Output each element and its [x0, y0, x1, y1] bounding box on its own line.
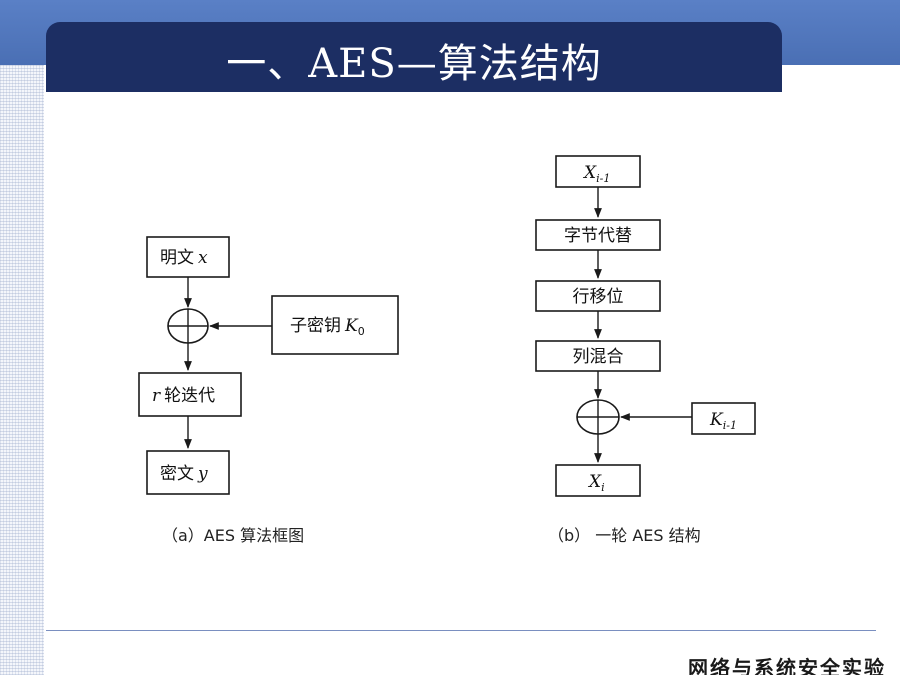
shiftrows-box: [535, 280, 661, 312]
ciphertext-var: y: [197, 464, 208, 484]
output-text: Xi: [587, 472, 605, 494]
diagram-b: Xi-1 字节代替 行移位 列混合 K: [535, 155, 756, 545]
subkey-var: K: [344, 316, 359, 336]
subkey-sub: 0: [358, 325, 365, 338]
bottom-rule: [46, 630, 876, 631]
plaintext-box: [146, 236, 230, 278]
subbytes-box: [535, 219, 661, 251]
title-bar: 一、AES—算法结构: [46, 22, 782, 92]
plaintext-var: x: [198, 248, 208, 268]
roundkey-sub: i-1: [723, 419, 737, 432]
input-var: X: [582, 163, 597, 183]
input-text: Xi-1: [582, 163, 610, 185]
roundkey-box: [691, 402, 756, 435]
caption-a: （a）AES 算法框图: [162, 526, 304, 545]
plaintext-label: 明文: [160, 248, 194, 268]
slide-title: 一、AES—算法结构: [226, 41, 602, 87]
subkey-box: [271, 295, 399, 355]
xor-icon: [167, 308, 209, 344]
left-decorative-strip: [0, 65, 44, 675]
round-iteration-box: [138, 372, 242, 417]
mixcolumns-box: [535, 340, 661, 372]
round-label: 轮迭代: [164, 386, 215, 406]
round-var: r: [152, 386, 161, 406]
shiftrows-label: 行移位: [573, 287, 624, 307]
footer-text: 网络与系统安全实验: [688, 656, 886, 675]
output-var: X: [587, 472, 602, 492]
input-sub: i-1: [596, 172, 610, 185]
roundkey-text: Ki-1: [709, 410, 737, 432]
subkey-label: 子密钥: [290, 316, 341, 336]
caption-b: （b） 一轮 AES 结构: [548, 526, 701, 545]
xor-b-icon: [576, 399, 620, 435]
ciphertext-label: 密文: [160, 464, 194, 484]
output-sub: i: [601, 481, 605, 494]
subbytes-label: 字节代替: [564, 226, 632, 246]
ciphertext-box: [146, 450, 230, 495]
mixcolumns-label: 列混合: [573, 347, 624, 367]
output-box: [555, 464, 641, 497]
roundkey-var: K: [709, 410, 724, 430]
